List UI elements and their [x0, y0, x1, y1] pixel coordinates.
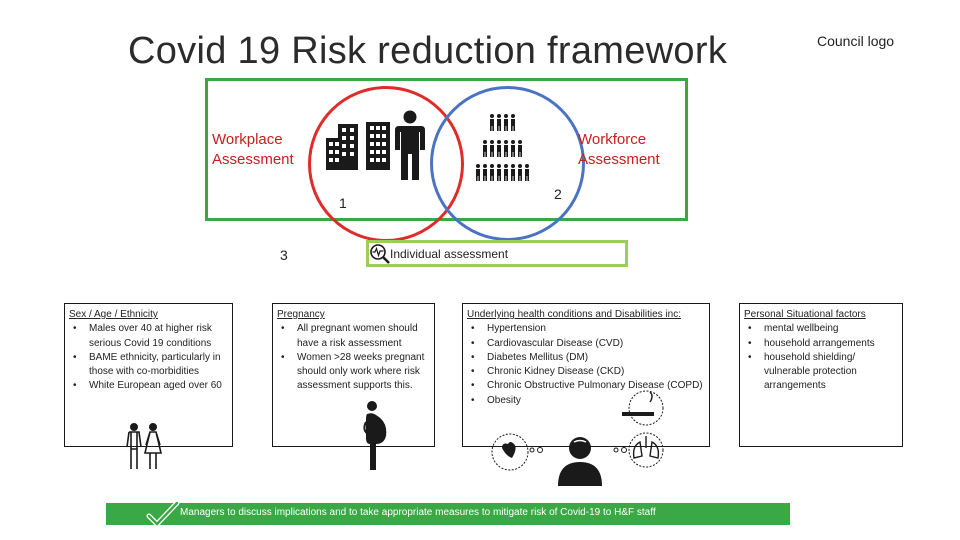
individual-assessment-label: Individual assessment [390, 247, 509, 261]
column-heading: Pregnancy [277, 309, 325, 320]
workplace-number: 1 [339, 195, 347, 211]
footer-text: Managers to discuss implications and to … [180, 507, 656, 518]
health-conditions-box: Underlying health conditions and Disabil… [462, 303, 710, 447]
list-item: Cardiovascular Disease (CVD) [467, 337, 705, 352]
individual-number: 3 [280, 247, 288, 263]
pregnant-woman-icon [363, 401, 387, 470]
couple-icon [126, 422, 163, 469]
buildings-icon [326, 122, 390, 170]
column-heading: Personal Situational factors [744, 309, 866, 320]
list-item: All pregnant women should have a risk as… [277, 322, 430, 351]
list-item: Women >28 weeks pregnant should only wor… [277, 351, 430, 394]
footer-banner: Managers to discuss implications and to … [106, 503, 790, 525]
column-heading: Underlying health conditions and Disabil… [467, 309, 682, 320]
workforce-number: 2 [554, 186, 562, 202]
list-item: household shielding/ vulnerable protecti… [744, 351, 898, 394]
list-item: household arrangements [744, 337, 898, 352]
list-item: BAME ethnicity, particularly in those wi… [69, 351, 228, 380]
workforce-circle [430, 86, 585, 241]
organisation-assessment-frame [205, 78, 688, 221]
list-item: Males over 40 at higher risk serious Cov… [69, 322, 228, 351]
workforce-assessment-label: Workforce Assessment [578, 131, 660, 168]
pregnancy-box: Pregnancy All pregnant women should have… [272, 303, 435, 447]
list-item: Chronic Kidney Disease (CKD) [467, 365, 705, 380]
sex-age-ethnicity-box: Sex / Age / Ethnicity Males over 40 at h… [64, 303, 233, 447]
page-title: Covid 19 Risk reduction framework [128, 30, 728, 72]
person-icon [395, 110, 425, 180]
column-heading: Sex / Age / Ethnicity [69, 309, 158, 320]
magnifier-pulse-icon [370, 244, 390, 264]
list-item: Obesity [467, 394, 705, 409]
personal-situational-factors-box: Personal Situational factors mental well… [739, 303, 903, 447]
council-logo-placeholder: Council logo [817, 33, 895, 49]
crowd-icon [476, 114, 529, 181]
checkmark-icon [146, 500, 180, 527]
workplace-assessment-label: Workplace Assessment [212, 131, 294, 168]
health-conditions-icon [491, 390, 664, 486]
list-item: Chronic Obstructive Pulmonary Disease (C… [467, 379, 705, 394]
list-item: White European aged over 60 [69, 379, 228, 394]
individual-assessment-box [366, 240, 628, 267]
list-item: Hypertension [467, 322, 705, 337]
list-item: mental wellbeing [744, 322, 898, 337]
list-item: Diabetes Mellitus (DM) [467, 351, 705, 366]
